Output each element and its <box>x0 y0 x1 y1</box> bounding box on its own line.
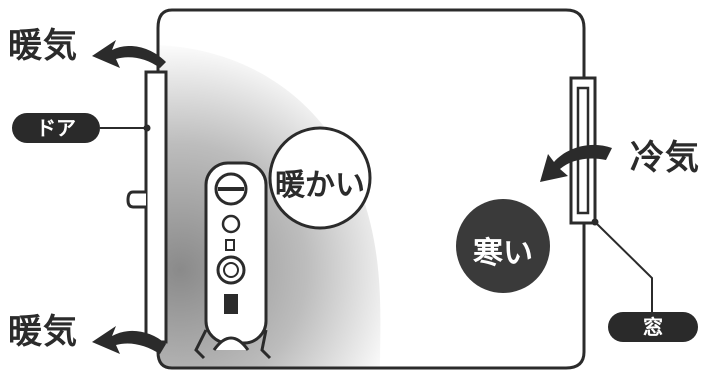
window-label: 窓 <box>608 312 698 342</box>
warm-air-top-label: 暖気 <box>8 26 78 66</box>
cold-air-arrow-icon <box>540 144 612 182</box>
warm-air-arrow-icon <box>92 40 166 68</box>
cold-zone-label: 寒い <box>473 236 533 271</box>
heater-icon <box>194 161 272 360</box>
cold-air-label: 冷気 <box>630 138 700 178</box>
warm-zone-circle <box>268 126 372 230</box>
warm-air-bottom-label: 暖気 <box>8 312 78 352</box>
door-icon <box>126 70 168 344</box>
warm-air-arrow-icon <box>92 326 166 354</box>
warm-zone-label: 暖かい <box>275 168 365 203</box>
cold-zone-circle <box>456 199 550 293</box>
window-leader-line <box>594 221 653 312</box>
door-label: ドア <box>12 113 100 143</box>
room-wall <box>156 8 586 370</box>
